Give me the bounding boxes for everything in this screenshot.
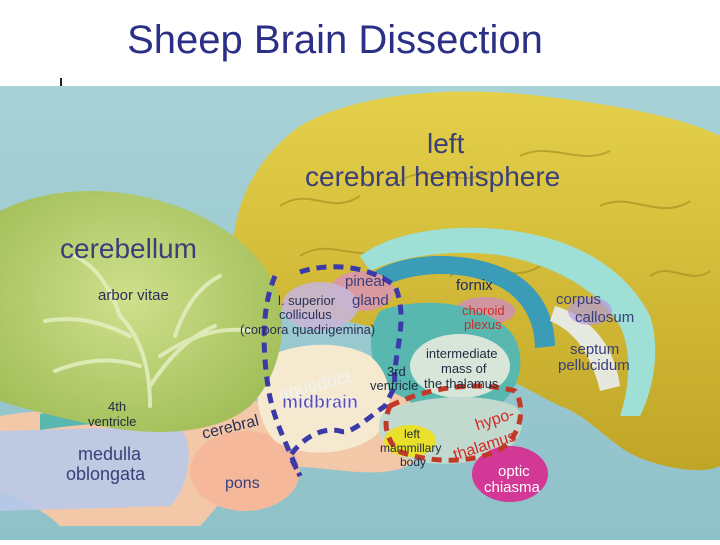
midbrain-outline-left bbox=[261, 275, 303, 477]
label-3rd: 3rd bbox=[387, 364, 406, 379]
arbor-vitae-lines bbox=[43, 254, 252, 408]
label-mammillary: mammillary bbox=[380, 441, 441, 455]
label-septum: septum bbox=[570, 341, 619, 358]
optic-chiasma-shape bbox=[472, 446, 548, 502]
label-the-thalamus: the thalamus bbox=[424, 376, 499, 391]
label-fornix: fornix bbox=[456, 277, 493, 294]
title-tick bbox=[60, 78, 62, 88]
superior-colliculus-shape bbox=[282, 282, 358, 330]
label-choroid: choroid bbox=[462, 303, 505, 318]
label-chiasma: chiasma bbox=[484, 479, 541, 496]
fornix-shape bbox=[375, 256, 555, 348]
pons-shape bbox=[190, 431, 300, 511]
label-pellucidum: pellucidum bbox=[558, 357, 630, 374]
label-ventricle-3rd: ventricle bbox=[370, 378, 418, 393]
label-callosum: callosum bbox=[575, 309, 634, 326]
label-optic: optic bbox=[498, 463, 530, 480]
hypothalamus-outline bbox=[383, 383, 524, 463]
label-left: left bbox=[427, 128, 465, 159]
label-medulla: medulla bbox=[78, 444, 142, 464]
label-corpus: corpus bbox=[556, 291, 601, 308]
callosum-purple-shape bbox=[568, 297, 612, 325]
cerebellum-shape bbox=[0, 191, 282, 432]
label-corpora-quadrigemina: (corpora quadrigemina) bbox=[240, 322, 375, 337]
label-mass-of: mass of bbox=[441, 361, 487, 376]
midbrain-outline bbox=[287, 264, 404, 478]
label-pineal: pineal bbox=[345, 273, 385, 290]
label-gland: gland bbox=[352, 292, 389, 309]
label-oblongata: oblongata bbox=[66, 464, 146, 484]
label-cerebellum: cerebellum bbox=[60, 233, 197, 264]
mammillary-body-shape bbox=[384, 425, 436, 457]
label-cerebral-hemisphere: cerebral hemisphere bbox=[305, 161, 560, 192]
brain-figure: left cerebral hemisphere cerebellum arbo… bbox=[0, 86, 720, 540]
label-plexus: plexus bbox=[464, 317, 502, 332]
slide-title: Sheep Brain Dissection bbox=[127, 18, 543, 62]
label-pons: pons bbox=[225, 475, 260, 492]
label-intermediate: intermediate bbox=[426, 346, 498, 361]
brain-illustration: left cerebral hemisphere cerebellum arbo… bbox=[0, 86, 720, 540]
label-colliculus: colliculus bbox=[279, 307, 332, 322]
label-midbrain: midbrain bbox=[282, 392, 358, 412]
label-mammillary-left: left bbox=[404, 427, 421, 441]
label-arbor-vitae: arbor vitae bbox=[98, 287, 169, 304]
label-4th: 4th bbox=[108, 399, 126, 414]
corpus-callosum-shape bbox=[360, 227, 656, 416]
medulla-shape bbox=[0, 426, 189, 511]
label-ventricle-4th: ventricle bbox=[88, 414, 136, 429]
septum-shape bbox=[550, 306, 620, 391]
label-superior: l. superior bbox=[278, 293, 336, 308]
intermediate-mass-shape bbox=[410, 334, 510, 398]
label-mammillary-body: body bbox=[400, 455, 426, 469]
